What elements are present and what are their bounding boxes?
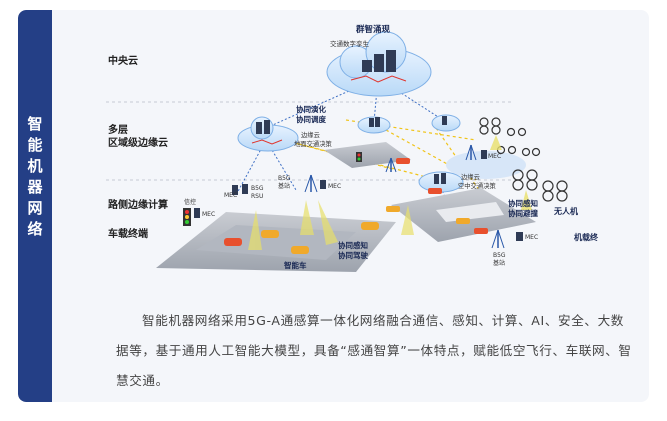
mec-label-left-1: MEC bbox=[202, 211, 215, 218]
edge-cloud-right-label: 边缘云 空中交通决策 bbox=[458, 172, 496, 190]
b5g-l-line1: B5G bbox=[278, 175, 291, 182]
b5g-r-line2: 基站 bbox=[493, 259, 505, 267]
co-evolve-line1: 协同演化 bbox=[296, 104, 326, 114]
sidebar-char: 机 bbox=[27, 157, 43, 175]
sidebar-char: 能 bbox=[27, 136, 43, 154]
edge-cloud-middle bbox=[357, 116, 391, 134]
layer-vehicle: 车载终端 bbox=[108, 227, 148, 240]
rsu-icon: B5G RSU bbox=[242, 184, 266, 200]
sidebar-char: 络 bbox=[27, 220, 43, 238]
b5g-rsu-label: B5G RSU bbox=[251, 185, 266, 200]
server-icon bbox=[194, 208, 200, 218]
edge-left-line1: 边缘云 bbox=[301, 130, 320, 139]
cpa-line1: 协同感知 bbox=[508, 198, 538, 208]
b5g-r-line1: B5G bbox=[493, 252, 506, 259]
drone-label: 无人机 bbox=[553, 206, 578, 216]
sidebar-char: 智 bbox=[27, 115, 43, 133]
edge-cloud-left-label: 边缘云 地面交通决策 bbox=[294, 130, 332, 148]
network-diagram: 中央云 多层 区域级边缘云 路侧边缘计算 车载终端 bbox=[106, 24, 599, 272]
b5g-station-left: B5G 基站 bbox=[278, 175, 293, 190]
edge-right-line1: 边缘云 bbox=[461, 172, 480, 181]
car-icons bbox=[224, 158, 488, 254]
layer-edge-cloud: 多层 区域级边缘云 bbox=[108, 123, 168, 149]
mec-label-left-2: MEC bbox=[224, 192, 237, 199]
central-cloud-subtitle: 交通数字孪生 bbox=[330, 39, 370, 48]
mec-label-right-low: MEC bbox=[525, 234, 538, 241]
rsu-line1: B5G bbox=[251, 185, 264, 192]
edge-left-line2: 地面交通决策 bbox=[294, 139, 332, 148]
layer-edge-line1: 多层 bbox=[108, 123, 128, 136]
b5g-station-right: B5G 基站 bbox=[493, 252, 508, 267]
mec-label-left-3: MEC bbox=[328, 183, 341, 190]
cpd-line1: 协同感知 bbox=[338, 240, 368, 250]
signal-label: 信控 bbox=[184, 198, 196, 206]
b5g-station-mid-icon bbox=[385, 157, 397, 173]
central-cloud-title: 群智涌现 bbox=[355, 24, 391, 35]
cpd-line2: 协同驾驶 bbox=[338, 250, 368, 260]
signal-light-icon: 信控 bbox=[183, 198, 196, 226]
server-icon bbox=[516, 232, 523, 241]
edge-cloud-left: 边缘云 地面交通决策 bbox=[237, 116, 332, 152]
b5g-tower-right-icon: B5G 基站 bbox=[491, 229, 508, 267]
b5g-l-line2: 基站 bbox=[278, 182, 290, 190]
cpa-line2: 协同避撞 bbox=[508, 208, 538, 218]
crossroad-right bbox=[436, 202, 504, 222]
edge-halo-right bbox=[446, 151, 526, 179]
airborne-label: 机载终 bbox=[574, 232, 599, 242]
layer-central-cloud: 中央云 bbox=[108, 54, 138, 67]
road-platform-middle bbox=[324, 142, 411, 168]
server-icon bbox=[481, 150, 487, 159]
signal-beams bbox=[248, 200, 414, 250]
b5g-station-left-icon: B5G 基站 MEC bbox=[278, 174, 341, 193]
layer-roadside: 路侧边缘计算 bbox=[108, 198, 168, 211]
b5g-tower-top-icon bbox=[465, 144, 477, 161]
co-perceive-drive-label: 协同感知 协同驾驶 bbox=[338, 240, 371, 260]
central-cloud: 群智涌现 交通数字孪生 bbox=[326, 24, 432, 97]
sidebar-char: 网 bbox=[27, 199, 43, 217]
drone-icons bbox=[479, 117, 568, 202]
description-paragraph: 智能机器网络采用5G-A通感算一体化网络融合通信、感知、计算、AI、安全、大数据… bbox=[116, 313, 632, 388]
article-card: 智 能 机 器 网 络 中央云 多层 区域级 bbox=[18, 10, 649, 402]
edge-cloud-right-top bbox=[431, 114, 461, 132]
edge-right-line2: 空中交通决策 bbox=[458, 181, 496, 190]
sidebar-char: 器 bbox=[27, 178, 43, 196]
server-icon bbox=[232, 185, 238, 195]
content-area: 中央云 多层 区域级边缘云 路侧边缘计算 车载终端 bbox=[56, 10, 646, 402]
co-evolve-label: 协同演化 协同调度 bbox=[296, 104, 329, 124]
sidebar-banner: 智 能 机 器 网 络 bbox=[18, 10, 52, 402]
co-perceive-avoid-label: 协同感知 协同避撞 bbox=[508, 198, 541, 218]
sidebar-title: 智 能 机 器 网 络 bbox=[18, 114, 52, 240]
layer-edge-line2: 区域级边缘云 bbox=[108, 136, 168, 149]
mec-label-right-top: MEC bbox=[488, 153, 501, 160]
rsu-line2: RSU bbox=[251, 193, 263, 200]
co-evolve-line2: 协同调度 bbox=[296, 114, 326, 124]
traffic-light-icon bbox=[356, 152, 362, 162]
smart-car-label: 智能车 bbox=[284, 260, 307, 270]
